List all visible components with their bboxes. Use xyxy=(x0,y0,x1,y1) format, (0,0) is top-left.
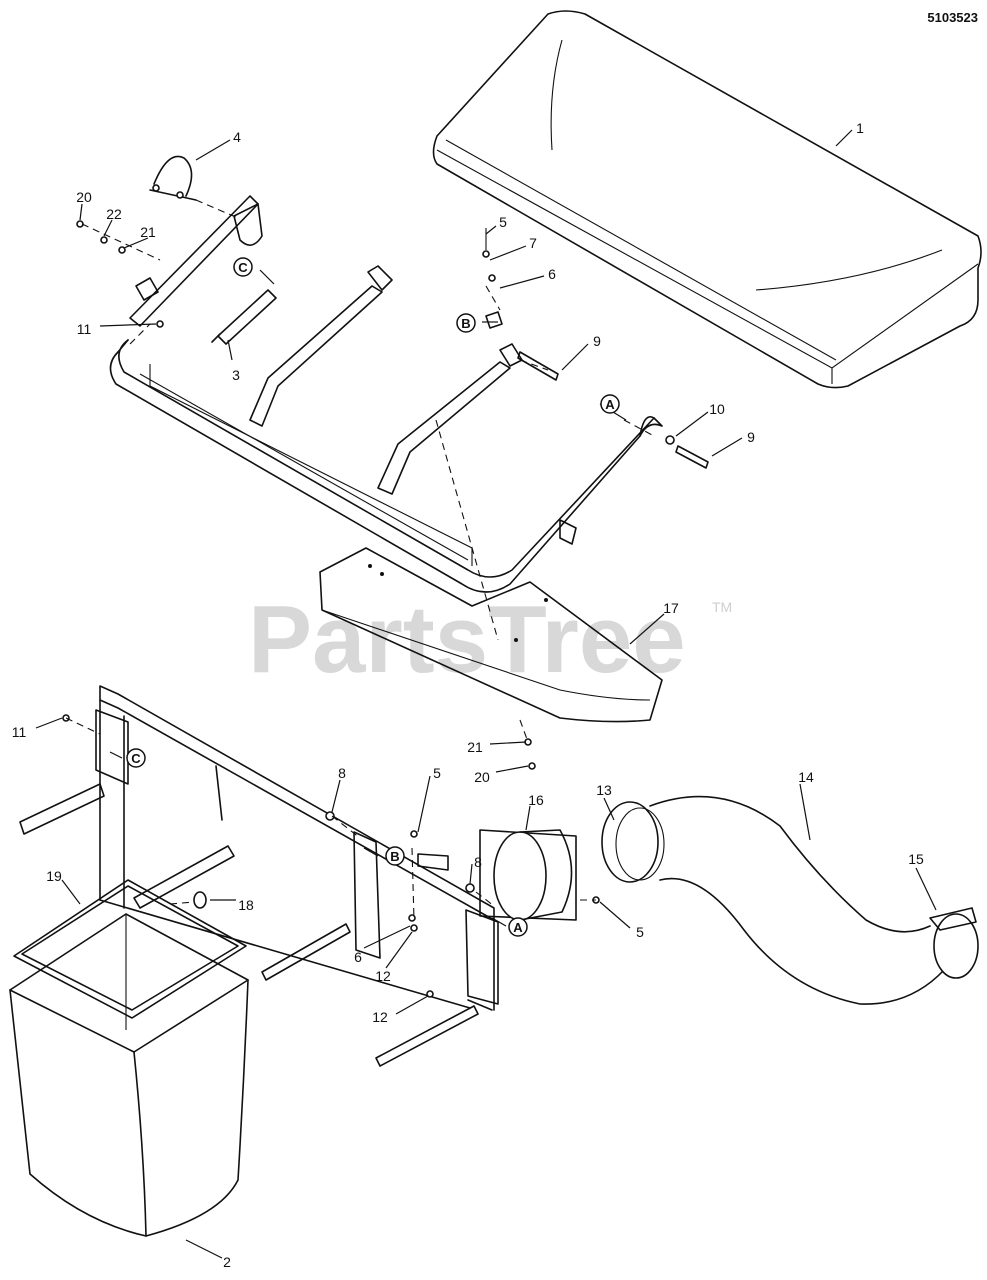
callout-c15: 15 xyxy=(908,851,924,867)
reference-markers: A A B B C C xyxy=(126,257,620,937)
part-1-bag-cover xyxy=(432,10,982,389)
callout-c6a: 6 xyxy=(548,266,556,282)
callout-c10: 10 xyxy=(709,401,725,417)
callout-c18: 18 xyxy=(238,897,254,913)
callout-c20b: 20 xyxy=(474,769,490,785)
reference-rC2: C xyxy=(126,748,146,768)
reference-rC1: C xyxy=(233,257,253,277)
hardware-a xyxy=(665,435,709,469)
callout-c16: 16 xyxy=(528,792,544,808)
callout-c4: 4 xyxy=(233,129,241,145)
callout-c9b: 9 xyxy=(747,429,755,445)
callout-c3: 3 xyxy=(232,367,240,383)
callout-c11a: 11 xyxy=(77,321,92,337)
callout-c7: 7 xyxy=(529,235,537,251)
callout-c12a: 12 xyxy=(375,968,391,984)
reference-label: A xyxy=(605,397,615,412)
callout-c21a: 21 xyxy=(140,224,156,240)
callout-c19: 19 xyxy=(46,868,62,884)
diagram-id: 5103523 xyxy=(927,10,978,25)
reference-rA2: A xyxy=(508,917,528,937)
reference-label: A xyxy=(513,920,523,935)
part-4-clip xyxy=(149,155,197,201)
callout-c13: 13 xyxy=(596,782,612,798)
reference-circle xyxy=(600,394,620,414)
callout-c17: 17 xyxy=(663,600,679,616)
callout-c12b: 12 xyxy=(372,1009,388,1025)
callout-c5c: 5 xyxy=(636,924,644,940)
callout-c20a: 20 xyxy=(76,189,92,205)
callout-c2: 2 xyxy=(223,1254,231,1270)
lower-frame xyxy=(19,685,499,1067)
reference-circle xyxy=(233,257,253,277)
part-2-bag xyxy=(9,913,249,1237)
callout-labels: 1234555667889910111112121314151617181920… xyxy=(12,120,924,1270)
callout-c8a: 8 xyxy=(338,765,346,781)
hardware-b xyxy=(482,228,559,381)
hardware-lower xyxy=(62,714,600,998)
watermark: PartsTree xyxy=(248,586,686,693)
part-3-gas-spring xyxy=(211,289,277,345)
assembly-lines xyxy=(65,199,655,921)
part-14-hose xyxy=(601,795,979,1005)
reference-label: B xyxy=(390,849,399,864)
reference-rB1: B xyxy=(456,313,476,333)
part-19-bag-frame xyxy=(13,879,247,1019)
callout-c22: 22 xyxy=(106,206,122,222)
reference-label: C xyxy=(238,260,248,275)
part-17-chute xyxy=(319,547,663,723)
reference-circle xyxy=(456,313,476,333)
upper-frame xyxy=(109,195,663,593)
part-18-spacer xyxy=(169,891,207,909)
reference-rA1: A xyxy=(600,394,620,414)
callout-c5a: 5 xyxy=(499,214,507,230)
reference-label: B xyxy=(461,316,470,331)
callout-c6b: 6 xyxy=(354,949,362,965)
callout-c1: 1 xyxy=(856,120,864,136)
reference-circle xyxy=(508,917,528,937)
hardware-upper-left xyxy=(76,220,164,328)
callout-c11b: 11 xyxy=(12,724,27,740)
leader-lines xyxy=(35,129,937,1259)
callout-c14: 14 xyxy=(798,769,814,785)
reference-circle xyxy=(126,748,146,768)
reference-rB2: B xyxy=(385,846,405,866)
callout-c9a: 9 xyxy=(593,333,601,349)
reference-label: C xyxy=(131,751,141,766)
callout-c21b: 21 xyxy=(467,739,483,755)
reference-circle xyxy=(385,846,405,866)
callout-c5b: 5 xyxy=(433,765,441,781)
watermark-trademark: TM xyxy=(712,599,732,615)
part-16-adapter xyxy=(479,829,577,921)
callout-c8b: 8 xyxy=(474,854,482,870)
